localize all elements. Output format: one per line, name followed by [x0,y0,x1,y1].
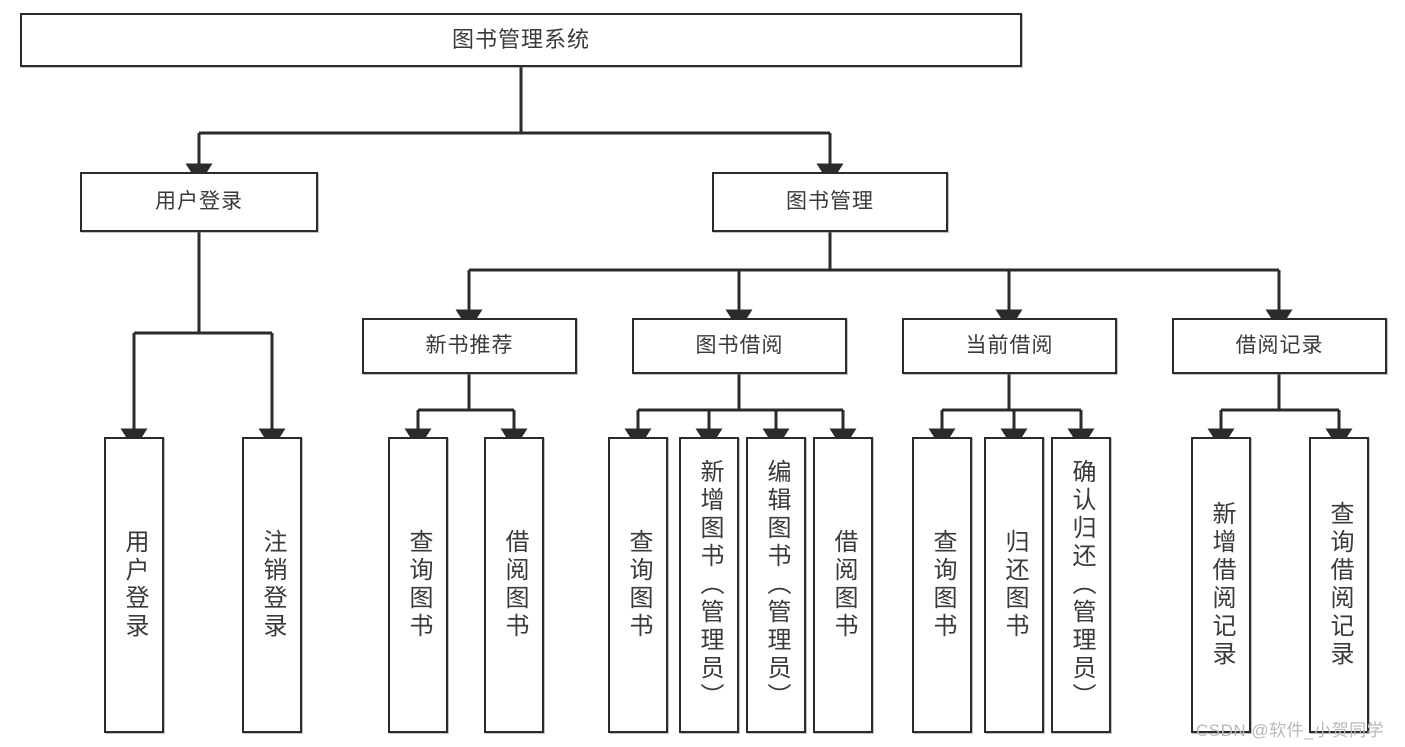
node-leaf-borrow-book-2[interactable]: 借阅图书 [813,437,873,733]
node-new-book-recommend[interactable]: 新书推荐 [362,318,577,374]
node-leaf-add-record[interactable]: 新增借阅记录 [1191,437,1251,733]
node-book-manage[interactable]: 图书管理 [712,172,948,232]
node-label: 查询图书 [929,529,956,641]
node-label: 用户登录 [155,189,243,213]
node-leaf-borrow-book-1[interactable]: 借阅图书 [484,437,544,733]
node-label: 编辑图书（管理员） [763,459,790,711]
node-label: 图书管理 [786,189,874,213]
node-label: 借阅记录 [1235,333,1324,357]
csdn-watermark: CSDN @软件_小贺同学 [1196,721,1385,740]
node-leaf-query-book-3[interactable]: 查询图书 [912,437,972,733]
node-label: 归还图书 [1001,529,1028,641]
node-label: 查询借阅记录 [1326,501,1353,669]
node-book-borrow[interactable]: 图书借阅 [632,318,847,374]
node-label: 新增图书（管理员） [696,459,723,711]
node-leaf-user-login[interactable]: 用户登录 [104,437,164,733]
node-label: 查询图书 [625,529,652,641]
node-label: 用户登录 [121,529,148,641]
node-user-login[interactable]: 用户登录 [80,172,318,232]
node-label: 新书推荐 [425,333,514,357]
node-leaf-logout[interactable]: 注销登录 [242,437,302,733]
node-leaf-query-book-2[interactable]: 查询图书 [608,437,668,733]
node-leaf-confirm-return[interactable]: 确认归还（管理员） [1051,437,1111,733]
node-label: 确认归还（管理员） [1068,459,1095,711]
node-label: 当前借阅 [965,333,1054,357]
node-leaf-query-book-1[interactable]: 查询图书 [388,437,448,733]
node-borrow-record[interactable]: 借阅记录 [1172,318,1387,374]
node-label: 图书借阅 [695,333,784,357]
node-label: 查询图书 [405,529,432,641]
node-current-borrow[interactable]: 当前借阅 [902,318,1117,374]
node-leaf-add-book[interactable]: 新增图书（管理员） [679,437,739,733]
node-label: 图书管理系统 [451,27,590,53]
node-leaf-edit-book[interactable]: 编辑图书（管理员） [746,437,806,733]
node-label: 借阅图书 [830,529,857,641]
node-label: 新增借阅记录 [1208,501,1235,669]
node-root-system[interactable]: 图书管理系统 [20,13,1022,67]
node-label: 借阅图书 [501,529,528,641]
node-leaf-query-record[interactable]: 查询借阅记录 [1309,437,1369,733]
node-label: 注销登录 [259,529,286,641]
node-leaf-return-book[interactable]: 归还图书 [984,437,1044,733]
